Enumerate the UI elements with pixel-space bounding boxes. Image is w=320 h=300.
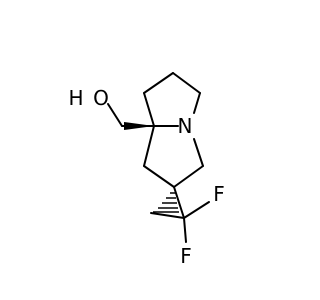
bond-c5-spiro <box>173 165 204 188</box>
bond-cf-f1 <box>183 201 210 219</box>
atom-label-fluorine-2: F <box>180 244 192 268</box>
bond-c1-c2 <box>143 72 174 94</box>
atom-label-fluorine-1: F <box>213 182 225 206</box>
bonds <box>107 72 210 243</box>
stereo-wedge-bond <box>124 122 154 130</box>
atom-label-hydrogen: H <box>68 86 83 110</box>
bond-c7a-c1 <box>143 92 155 127</box>
bond-n-c5 <box>193 138 204 167</box>
bond-c3-n <box>193 92 201 114</box>
atom-label-nitrogen: N <box>178 114 193 138</box>
bond-spiro-cf2 <box>173 186 185 219</box>
bond-cf-f2 <box>183 217 187 243</box>
chemical-structure-diagram: H O N F F <box>68 72 225 268</box>
atom-label-oxygen: O <box>93 86 109 110</box>
bond-cf2-ch2 <box>150 212 185 219</box>
bond-c7-c7a <box>143 125 155 167</box>
bond-c2-c3 <box>172 72 201 94</box>
bond-spiro-c7 <box>143 165 175 188</box>
hashed-wedge-bond <box>153 192 179 213</box>
bond-o-ch2 <box>107 103 123 127</box>
